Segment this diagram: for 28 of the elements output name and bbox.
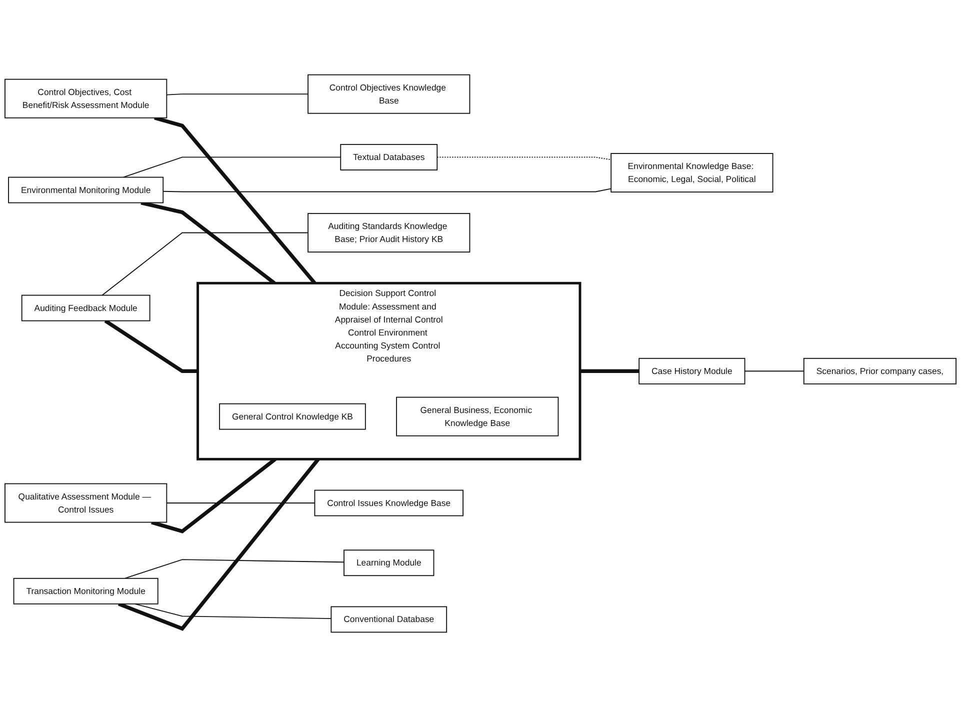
node-box: Textual Databases [340,144,438,170]
connector [134,603,332,619]
node-box: Control Issues Knowledge Base [314,490,464,516]
node-box: Scenarios, Prior company cases, [803,358,956,384]
connector [104,319,198,373]
connector [162,188,612,192]
connector [580,369,640,373]
node-box: Qualitative Assessment Module — Control Issues [4,483,168,523]
node-box: Case History Module [638,358,746,384]
node-box: Control Objectives Knowledge Base [308,74,470,114]
node-box: Control Objectives, Cost Benefit/Risk Assessment Module [4,78,168,118]
connector [166,502,316,504]
connector [124,559,344,579]
node-box: Auditing Standards Knowledge Base; Prior Audit History KB [308,213,470,253]
node-box: Learning Module [344,550,434,576]
node-box: General Business, Economic Knowledge Base [396,396,559,436]
connector [102,232,308,296]
node-box: Conventional Database [330,606,448,633]
connector [166,94,308,96]
connector [744,370,804,372]
connector [436,156,612,160]
node-box: Environmental Knowledge Base: Economic, Legal, Social, Political [610,153,774,192]
connector [122,156,342,178]
connector [154,116,316,284]
node-box: Environmental Monitoring Module [8,176,164,204]
node-box: Transaction Monitoring Module [13,578,158,604]
node-box: Auditing Feedback Module [21,294,150,322]
node-box: General Control Knowledge KB [219,403,366,430]
